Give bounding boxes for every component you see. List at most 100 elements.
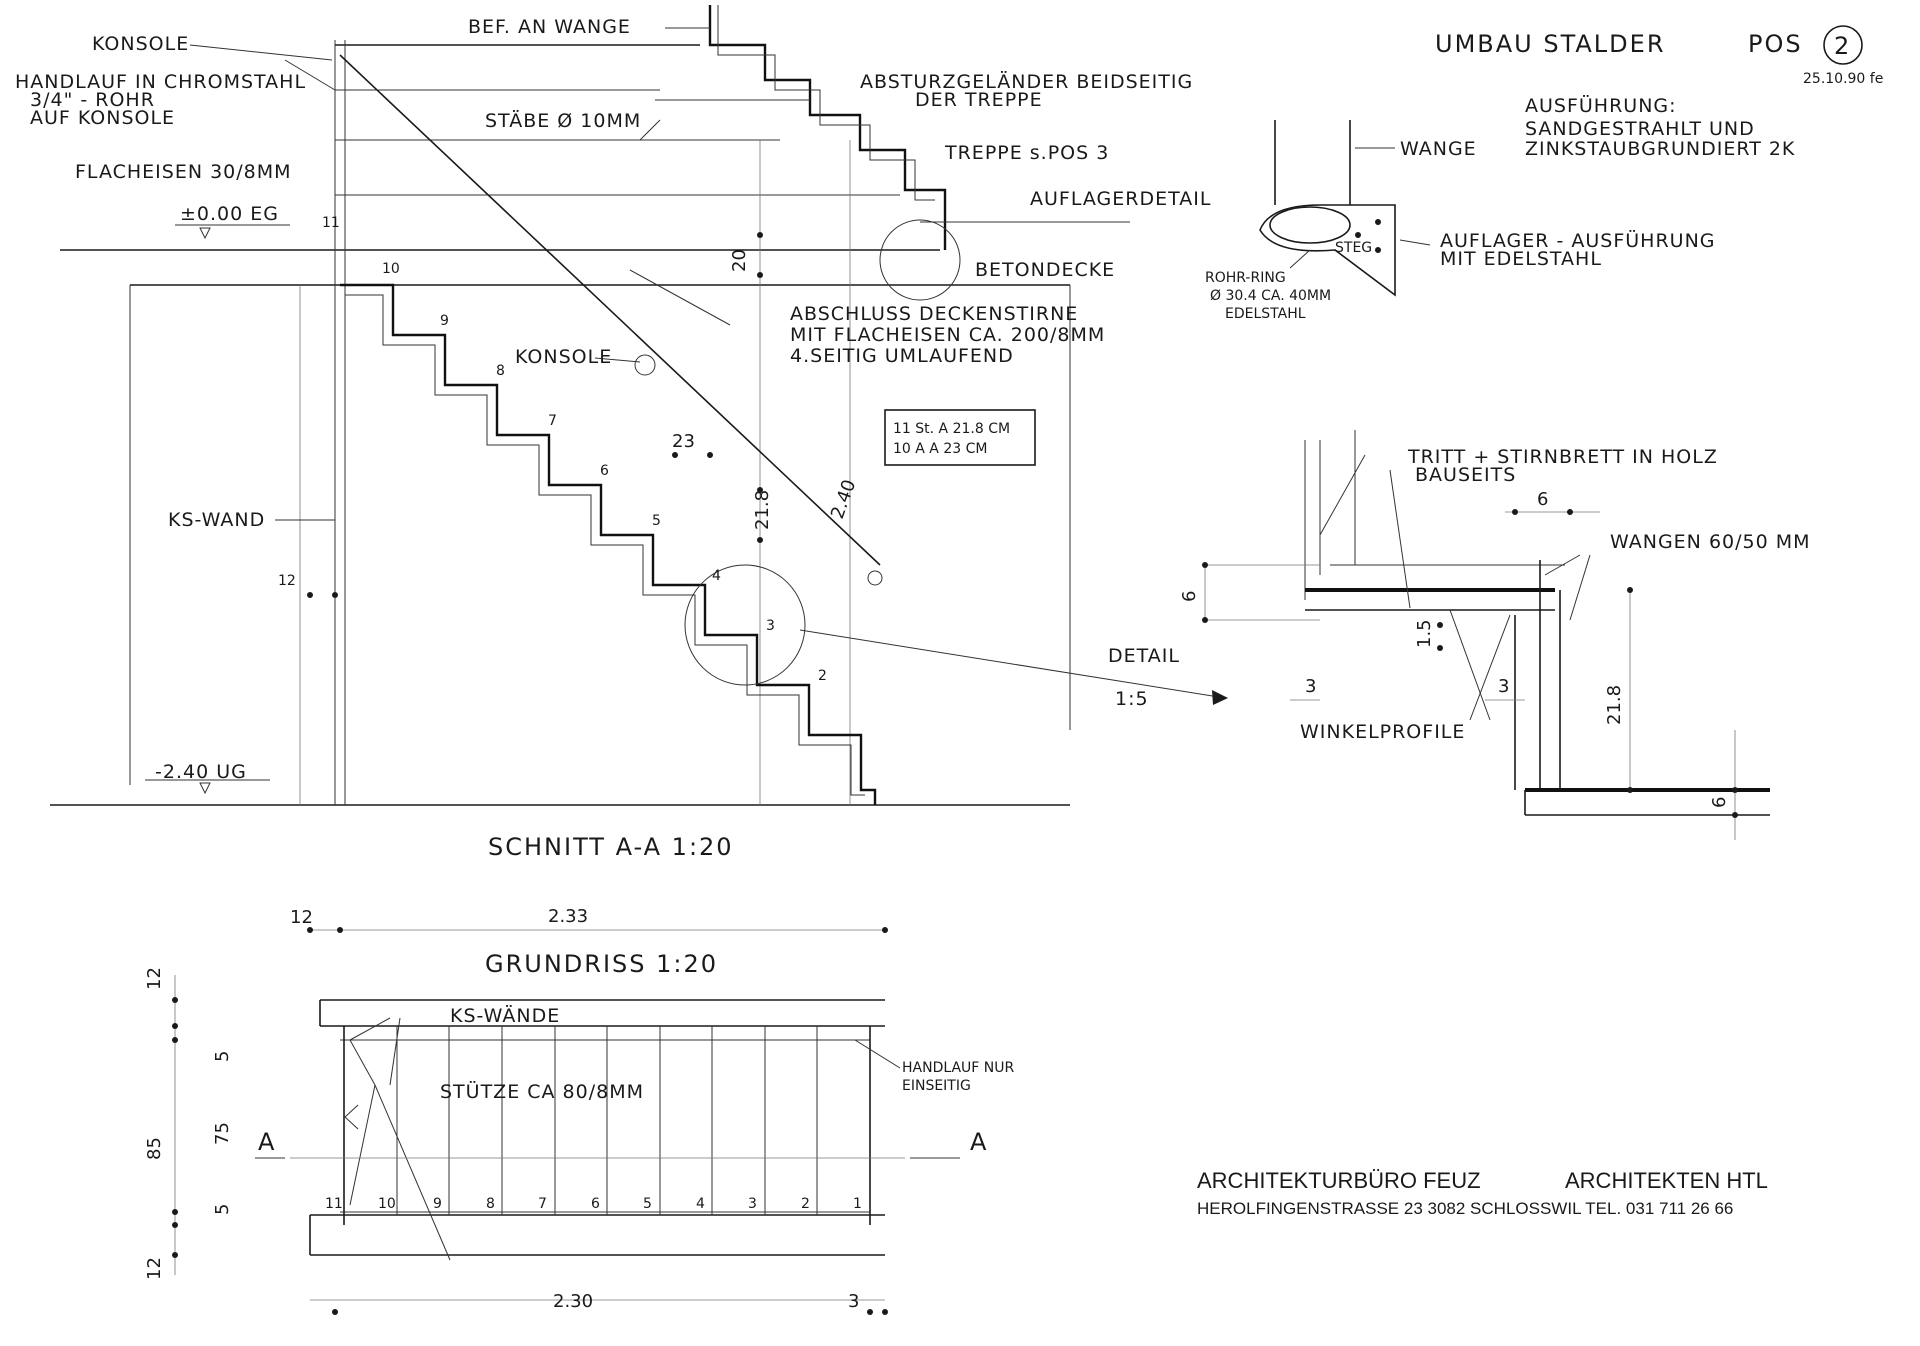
leader-konsole: [189, 44, 333, 61]
step-number: 10: [382, 261, 400, 277]
step-number: 7: [548, 413, 557, 429]
project-title: UMBAU STALDER: [1435, 30, 1666, 58]
dim-11: 11: [322, 215, 340, 231]
label-handlauf-2: 3/4" - ROHR: [30, 89, 155, 111]
label-staebe: STÄBE Ø 10MM: [485, 109, 641, 132]
pos-label: POS: [1748, 30, 1803, 58]
label-stuetze: STÜTZE CA 80/8MM: [440, 1080, 644, 1103]
step-number: 6: [600, 463, 609, 479]
dim-dot: [757, 272, 763, 278]
dim-detail-6-left: 6: [1179, 591, 1200, 602]
label-winkelprofile: WINKELPROFILE: [1300, 721, 1465, 743]
dim-dot: [867, 1309, 873, 1315]
leader-auflager-detail: [1399, 239, 1431, 246]
ausfuehrung-2: SANDGESTRAHLT UND: [1525, 118, 1755, 140]
plan-dim-left-12-bot: 12: [144, 1257, 165, 1280]
label-detail-2: 1:5: [1115, 688, 1149, 710]
dim-dot: [307, 592, 313, 598]
upper-stair-wange: [717, 5, 935, 201]
wangen-leader-2: [1569, 554, 1591, 621]
label-absturz-2: DER TREPPE: [915, 89, 1043, 111]
detail-arrow-head: [1212, 690, 1228, 705]
dim-dot: [1732, 812, 1738, 818]
plan-step-number: 6: [591, 1196, 600, 1212]
label-detail-1: DETAIL: [1108, 645, 1180, 667]
dim-dot: [337, 927, 343, 933]
step-number: 4: [712, 568, 721, 584]
dim-dot: [1202, 617, 1208, 623]
dim-dot: [1512, 509, 1518, 515]
handrail-end-ring: [867, 570, 883, 586]
label-konsole-mid: KONSOLE: [515, 346, 612, 368]
dim-dot: [882, 1309, 888, 1315]
plan-step-number: 10: [378, 1196, 396, 1212]
plan-dim-left-12-top: 12: [144, 967, 165, 990]
dim-dot: [1437, 622, 1443, 628]
ks-leader: [389, 1017, 401, 1086]
stuetze-leader: [349, 1084, 376, 1206]
plan-view: GRUNDRISS 1:20 KS-WÄNDE STÜTZE CA 80/8MM…: [144, 906, 1015, 1315]
dim-218: 21.8: [752, 490, 773, 530]
label-eg-level: ±0.00 EG: [180, 203, 279, 225]
label-flacheisen: FLACHEISEN 30/8MM: [75, 161, 292, 183]
label-ug-level: -2.40 UG: [155, 761, 247, 783]
step-info-box: [884, 409, 1036, 466]
dim-23: 23: [672, 431, 695, 452]
leader-abschluss: [629, 269, 731, 326]
section-a-a: KONSOLE HANDLAUF IN CHROMSTAHL 3/4" - RO…: [15, 5, 1228, 861]
plan-dim-top-233: 2.33: [548, 906, 588, 927]
dim-dot: [1627, 787, 1633, 793]
plan-direction-arrow: [344, 1104, 359, 1130]
drawing-date: 25.10.90 fe: [1803, 71, 1883, 87]
step-number: 8: [496, 363, 505, 379]
rohr-2: Ø 30.4 CA. 40MM: [1210, 288, 1331, 304]
step-number: 3: [766, 618, 775, 634]
label-wangen: WANGEN 60/50 MM: [1610, 531, 1811, 553]
winkel-leader-2: [1469, 614, 1511, 721]
dim-20: 20: [729, 249, 750, 272]
lower-stair-wange: [345, 294, 865, 796]
leader-staebe: [639, 119, 661, 141]
plan-step-number: 11: [325, 1196, 343, 1212]
rohr-ring: [1269, 206, 1351, 244]
label-treppe-pos: TREPPE s.POS 3: [944, 142, 1109, 164]
leader-konsole-mid: [594, 357, 641, 363]
label-konsole-top: KONSOLE: [92, 33, 189, 55]
dim-dot: [882, 927, 888, 933]
handlauf-leader: [854, 1039, 901, 1069]
stuetze-leader: [349, 1039, 376, 1086]
label-plan-handlauf-2: EINSEITIG: [902, 1078, 971, 1094]
plan-dim-bottom-230: 2.30: [553, 1291, 593, 1312]
label-handlauf-1: HANDLAUF IN CHROMSTAHL: [15, 71, 306, 93]
pos-circle: [1823, 25, 1863, 65]
plan-dim-left-5-bot: 5: [212, 1204, 233, 1215]
label-plan-handlauf-1: HANDLAUF NUR: [902, 1060, 1015, 1076]
dim-detail-3b: 3: [1498, 676, 1509, 697]
eg-level-mark: [199, 227, 211, 240]
dim-dot: [172, 1222, 178, 1228]
dim-240: 2.40: [827, 477, 860, 522]
step-number: 9: [440, 313, 449, 329]
label-absturz-1: ABSTURZGELÄNDER BEIDSEITIG: [860, 70, 1193, 93]
handrail: [339, 54, 881, 566]
step-number: 5: [652, 513, 661, 529]
dim-dot: [1437, 645, 1443, 651]
dim-dot: [172, 997, 178, 1003]
dim-detail-6-top: 6: [1537, 489, 1548, 510]
bolt-dot: [1375, 247, 1381, 253]
leader-handlauf: [284, 59, 336, 91]
label-bef-wange: BEF. AN WANGE: [468, 16, 631, 38]
section-caption: SCHNITT A-A 1:20: [488, 833, 734, 861]
auflager-detail: AUSFÜHRUNG: SANDGESTRAHLT UND ZINKSTAUBG…: [1205, 94, 1794, 322]
tritt-1: TRITT + STIRNBRETT IN HOLZ: [1407, 446, 1718, 468]
office-stamp: ARCHITEKTURBÜRO FEUZ ARCHITEKTEN HTL HER…: [1197, 1168, 1768, 1218]
auflager-detail-circle: [879, 219, 961, 301]
dim-dot: [1627, 587, 1633, 593]
stamp-office: ARCHITEKTURBÜRO FEUZ: [1197, 1168, 1481, 1193]
dim-detail-218: 21.8: [1604, 685, 1625, 725]
dim-dot: [172, 1209, 178, 1215]
stamp-address: HEROLFINGENSTRASSE 23 3082 SCHLOSSWIL TE…: [1197, 1199, 1733, 1218]
label-abschluss-2: MIT FLACHEISEN CA. 200/8MM: [790, 324, 1105, 346]
step-number: 2: [818, 668, 827, 684]
ausfuehrung-1: AUSFÜHRUNG:: [1525, 94, 1677, 117]
